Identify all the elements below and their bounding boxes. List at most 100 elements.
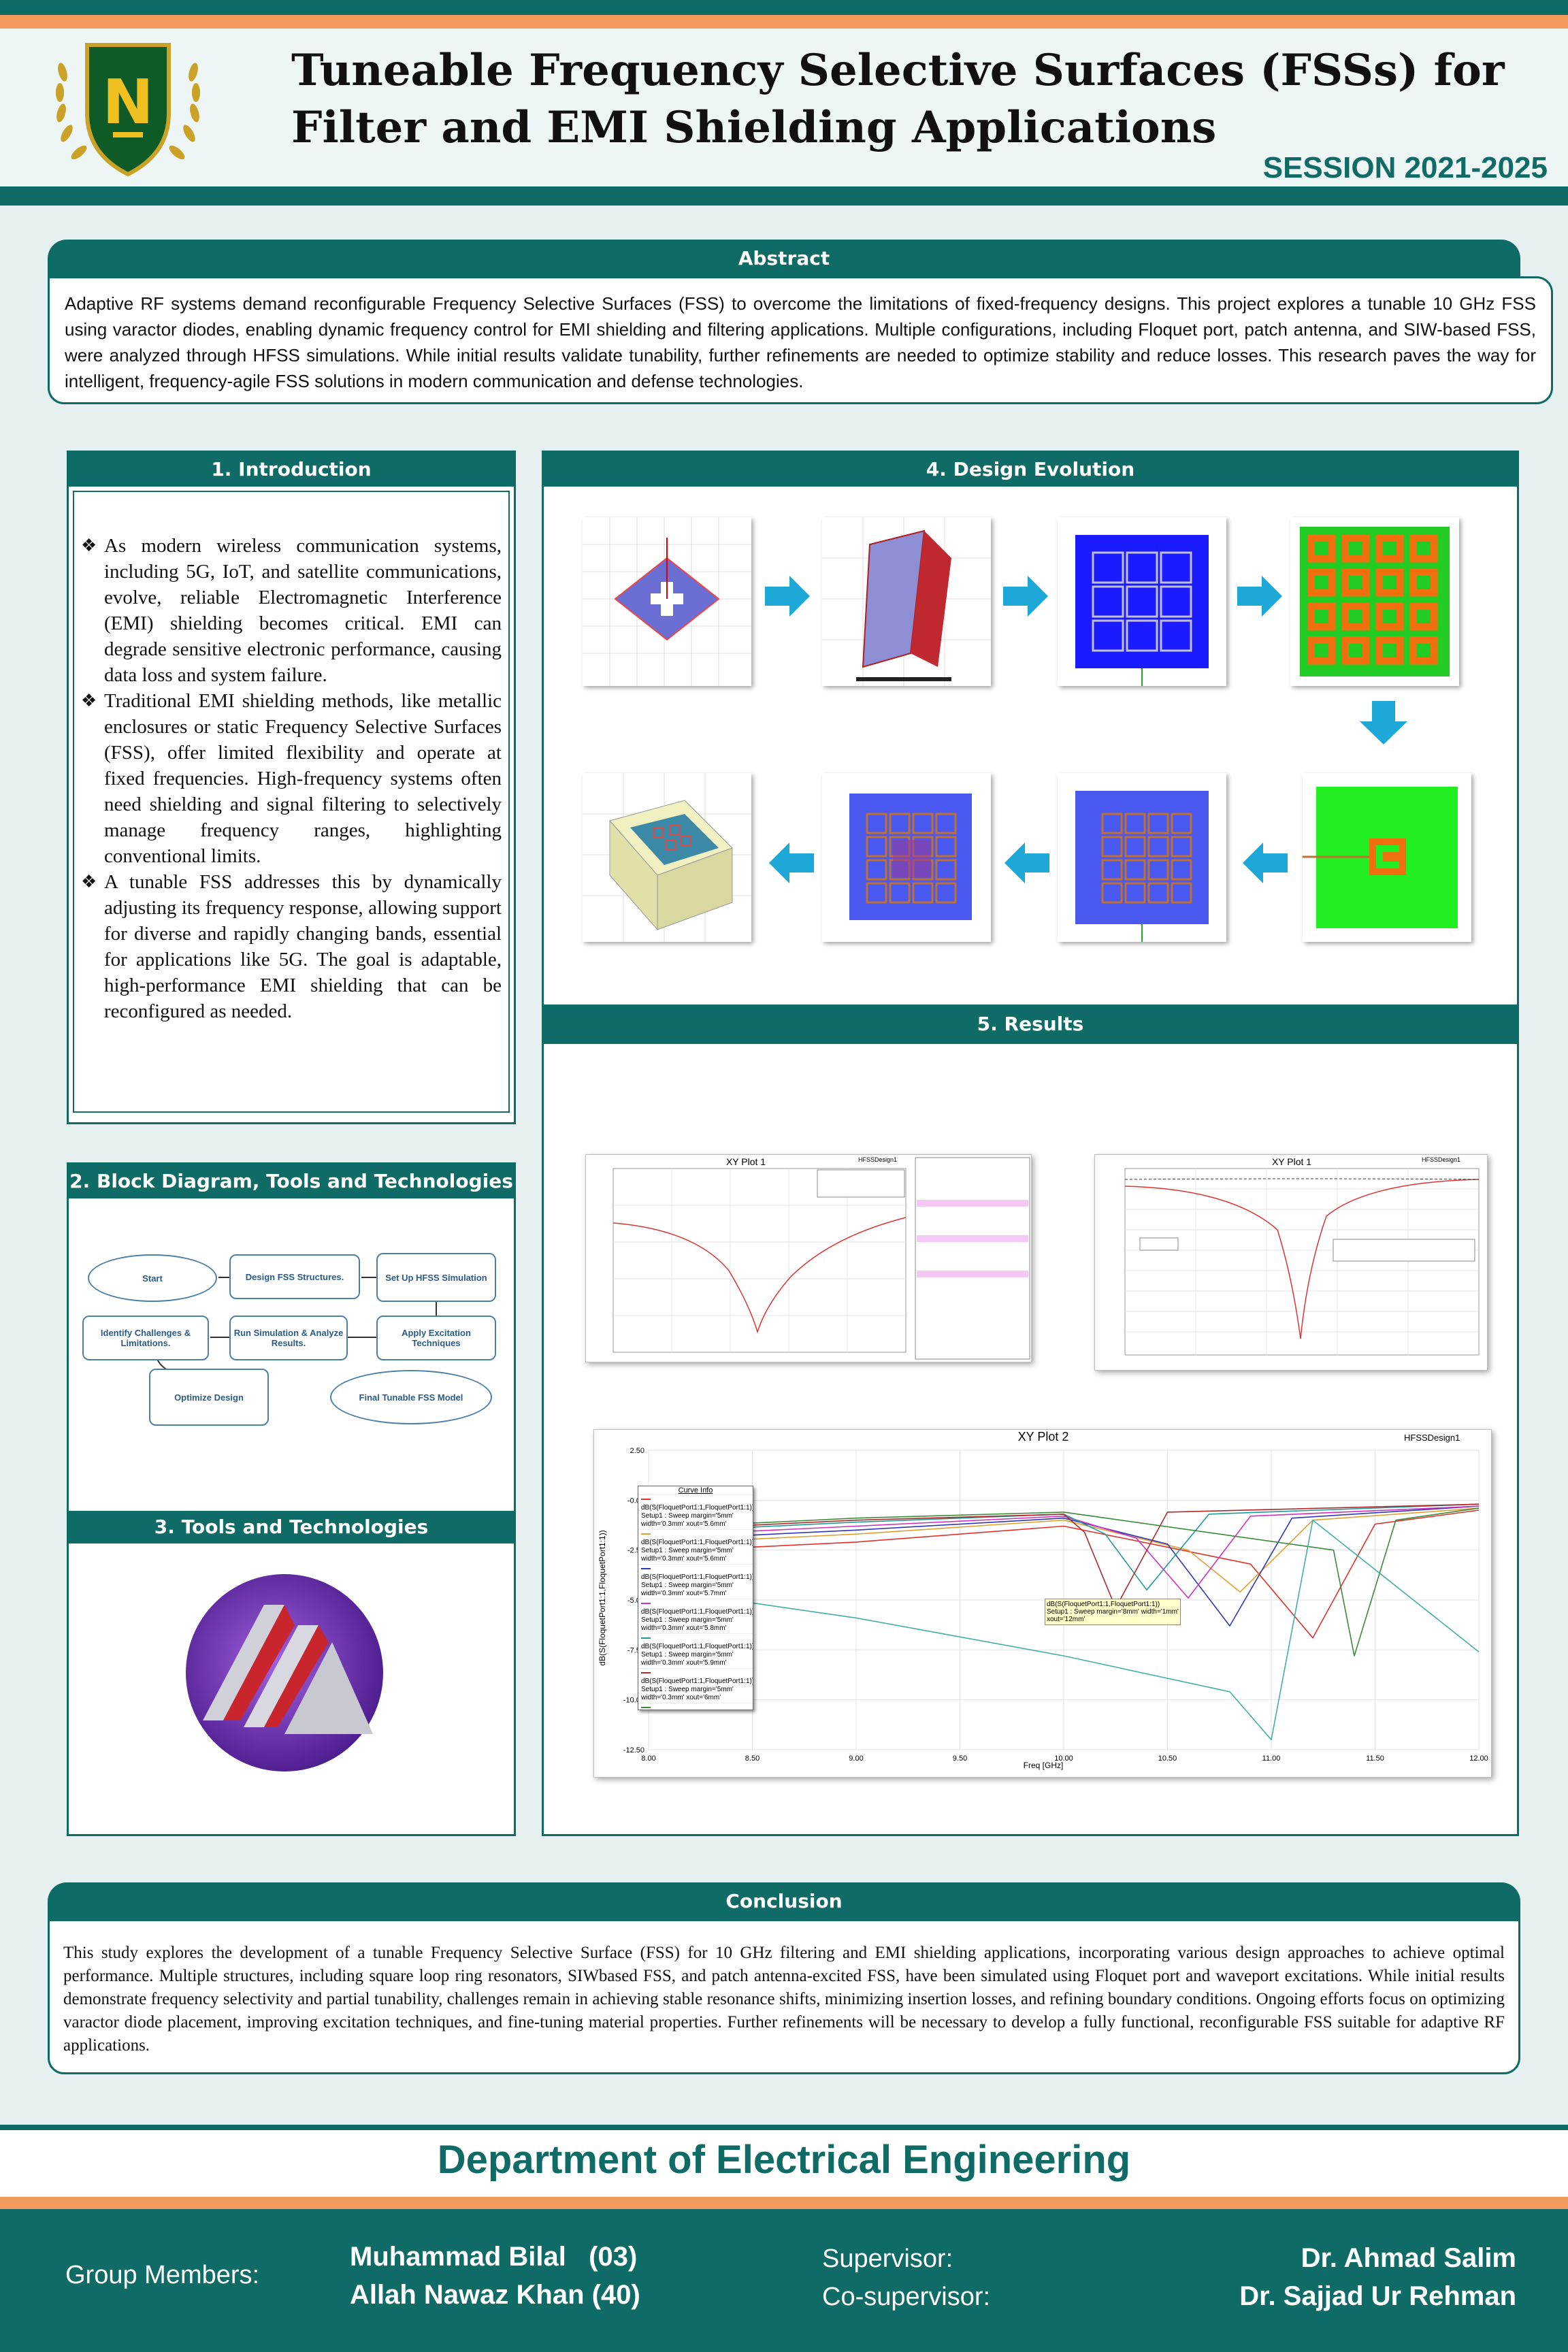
flow-run: Run Simulation & Analyze Results. xyxy=(229,1316,348,1360)
legend-entry: dB(S(FloquetPort1:1,FloquetPort1:1)) Set… xyxy=(638,1529,753,1564)
title-line-1: Tuneable Frequency Selective Surfaces (F… xyxy=(291,45,1505,96)
footer-divider xyxy=(0,2125,1568,2130)
plot-1-title: XY Plot 1 xyxy=(725,1156,766,1167)
footer-department-band xyxy=(0,2130,1568,2197)
legend-swatch xyxy=(641,1568,651,1570)
cosupervisor-label: Co-supervisor: xyxy=(822,2283,991,2311)
legend-entry: dB(S(FloquetPort1:1,FloquetPort1:1)) Set… xyxy=(638,1633,753,1668)
legend-label: dB(S(FloquetPort1:1,FloquetPort1:1)) Set… xyxy=(641,1539,753,1563)
plot-1-tag: HFSSDesign1 xyxy=(858,1156,898,1163)
introduction-heading: 1. Introduction xyxy=(69,453,514,487)
plot-1-canvas xyxy=(612,1157,1030,1360)
plot-3-legend-items: dB(S(FloquetPort1:1,FloquetPort1:1)) Set… xyxy=(638,1494,753,1710)
tools-heading: 3. Tools and Technologies xyxy=(69,1511,514,1544)
member-2: Allah Nawaz Khan (40) xyxy=(350,2280,640,2310)
hfss-logo xyxy=(186,1574,383,1771)
result-plot-1: XY Plot 1 HFSSDesign1 xyxy=(585,1154,1032,1362)
x-tick-label: 10.00 xyxy=(1054,1754,1073,1763)
flow-start: Start xyxy=(88,1254,217,1302)
flowchart: Start Design FSS Structures. Set Up HFSS… xyxy=(69,1198,514,1498)
design-step-6 xyxy=(1058,773,1226,942)
header xyxy=(0,29,1568,186)
design-step-7 xyxy=(822,773,991,942)
plot-3-title: XY Plot 2 xyxy=(1017,1430,1069,1443)
arrow-right-icon xyxy=(1003,576,1048,617)
legend-label: dB(S(FloquetPort1:1,FloquetPort1:1)) Set… xyxy=(641,1678,753,1701)
legend-swatch xyxy=(641,1533,651,1535)
introduction-panel: 1. Introduction As modern wireless commu… xyxy=(67,451,516,1124)
arrow-left-icon xyxy=(769,843,814,883)
department-name: Department of Electrical Engineering xyxy=(437,2138,1131,2182)
legend-swatch xyxy=(641,1672,651,1674)
arrow-left-icon xyxy=(1004,843,1049,883)
flow-identify: Identify Challenges & Limitations. xyxy=(82,1316,209,1360)
legend-swatch xyxy=(641,1499,651,1501)
flow-final: Final Tunable FSS Model xyxy=(330,1370,492,1424)
header-top-bar xyxy=(0,0,1568,15)
design-step-5 xyxy=(1303,773,1471,942)
results-heading: 5. Results xyxy=(544,1004,1517,1044)
footer-orange-stripe xyxy=(0,2197,1568,2209)
plot-3-marker-label: dB(S(FloquetPort1:1,FloquetPort1:1)) Set… xyxy=(1045,1599,1181,1625)
series-line xyxy=(648,1519,1480,1741)
plot-2-title: XY Plot 1 xyxy=(1271,1156,1312,1167)
design-step-3 xyxy=(1058,517,1226,686)
legend-label: dB(S(FloquetPort1:1,FloquetPort1:1)) Set… xyxy=(641,1643,753,1667)
legend-swatch xyxy=(641,1637,651,1639)
arrow-down-icon xyxy=(1360,701,1407,745)
flow-design: Design FSS Structures. xyxy=(229,1254,360,1299)
legend-entry: dB(S(FloquetPort1:1,FloquetPort1:1)) Set… xyxy=(638,1599,753,1633)
legend-label: dB(S(FloquetPort1:1,FloquetPort1:1)) Set… xyxy=(641,1608,753,1632)
y-tick-label: -12.50 xyxy=(623,1746,644,1754)
series-line xyxy=(648,1507,1480,1656)
arrow-right-icon xyxy=(1237,576,1282,617)
legend-entry: dB(S(FloquetPort1:1,FloquetPort1:1)) Set… xyxy=(638,1703,753,1710)
series-line xyxy=(648,1505,1480,1599)
cosupervisor-name: Dr. Sajjad Ur Rehman xyxy=(1239,2281,1516,2311)
header-orange-stripe xyxy=(0,15,1568,29)
group-members-label: Group Members: xyxy=(65,2261,260,2289)
university-logo: N xyxy=(56,43,200,177)
design-step-8 xyxy=(583,773,751,942)
x-tick-label: 12.00 xyxy=(1469,1754,1488,1763)
plot-2-tag: HFSSDesign1 xyxy=(1422,1156,1461,1163)
series-line xyxy=(648,1503,1480,1591)
conclusion-text: This study explores the development of a… xyxy=(48,1919,1520,2074)
series-line xyxy=(648,1509,1480,1639)
arrow-left-icon xyxy=(1243,843,1288,883)
plot-3-tag: HFSSDesign1 xyxy=(1404,1433,1460,1443)
result-plot-2: XY Plot 1 HFSSDesign1 xyxy=(1094,1154,1488,1371)
abstract-text: Adaptive RF systems demand reconfigurabl… xyxy=(48,276,1553,404)
flow-optimize: Optimize Design xyxy=(149,1369,269,1426)
intro-bullet: As modern wireless communication systems… xyxy=(81,533,502,688)
block-diagram-panel: 2. Block Diagram, Tools and Technologies… xyxy=(67,1162,516,1836)
intro-bullet: A tunable FSS addresses this by dynamica… xyxy=(81,869,502,1024)
header-bottom-bar xyxy=(0,186,1568,206)
plot-3-legend-title: Curve Info xyxy=(678,1486,713,1494)
title-line-2: Filter and EMI Shielding Applications xyxy=(291,102,1217,153)
flow-setup: Set Up HFSS Simulation xyxy=(376,1253,496,1302)
plot-3-legend: Curve Info dB(S(FloquetPort1:1,FloquetPo… xyxy=(638,1486,753,1710)
legend-swatch xyxy=(641,1603,651,1605)
legend-label: dB(S(FloquetPort1:1,FloquetPort1:1)) Set… xyxy=(641,1573,753,1597)
legend-entry: dB(S(FloquetPort1:1,FloquetPort1:1)) Set… xyxy=(638,1564,753,1599)
abstract-heading: Abstract xyxy=(48,240,1520,278)
conclusion-heading: Conclusion xyxy=(48,1882,1520,1921)
legend-swatch xyxy=(641,1707,651,1709)
plot-3-xlabel: Freq [GHz] xyxy=(1023,1761,1064,1770)
plot-3-ylabel: dB(S(FloquetPort1:1,FloquetPort1:1)) xyxy=(598,1530,607,1666)
intro-bullet: Traditional EMI shielding methods, like … xyxy=(81,688,502,869)
logo-letter: N xyxy=(102,67,153,138)
supervisor-label: Supervisor: xyxy=(822,2244,953,2273)
x-tick-label: 8.50 xyxy=(745,1754,760,1763)
design-step-1 xyxy=(583,517,751,686)
series-line xyxy=(648,1505,1480,1627)
plot-2-canvas xyxy=(1124,1168,1480,1356)
session-label: SESSION 2021-2025 xyxy=(1262,151,1548,184)
x-tick-label: 9.00 xyxy=(849,1754,863,1763)
series-line xyxy=(648,1503,1480,1609)
legend-entry: dB(S(FloquetPort1:1,FloquetPort1:1)) Set… xyxy=(638,1668,753,1703)
footer xyxy=(0,2209,1568,2352)
design-step-2 xyxy=(822,517,991,686)
